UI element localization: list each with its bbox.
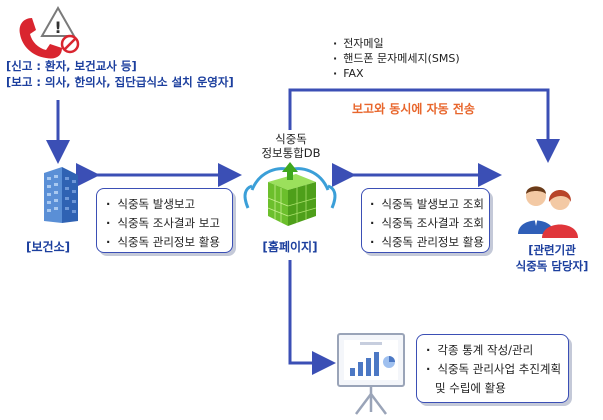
homepage-label: [홈페이지] <box>262 240 318 254</box>
auto-send-label: 보고와 동시에 자동 전송 <box>352 102 475 116</box>
health-center-tasks-box: 식중독 발생보고 식중독 조사결과 보고 식중독 관리정보 활용 <box>96 188 233 253</box>
svg-text:!: ! <box>54 18 61 37</box>
list-item: 식중독 조사결과 보고 <box>106 214 232 233</box>
channel-fax: FAX <box>333 66 460 81</box>
building-icon <box>34 165 84 229</box>
list-item: 각종 통계 작성/관리 <box>426 341 568 360</box>
phone-alert-icon: ! <box>14 4 84 64</box>
database-cube-icon <box>240 160 340 244</box>
presentation-board-icon <box>336 332 408 420</box>
report-source-line1: [신고 : 환자, 보건교사 등] <box>6 59 137 73</box>
channel-sms: 핸드폰 문자메세지(SMS) <box>333 51 460 66</box>
list-item-continued: 및 수립에 활용 <box>426 379 568 398</box>
list-item: 식중독 관리사업 추진계획 <box>426 360 568 379</box>
related-agency-label: [관련기관 식중독 담당자] <box>506 242 598 274</box>
related-agency-line1: [관련기관 <box>528 243 576 257</box>
health-center-label: [보건소] <box>26 240 71 254</box>
report-source: [신고 : 환자, 보건교사 등] [보고 : 의사, 한의사, 집단급식소 설… <box>6 58 234 90</box>
agency-tasks-box: 식중독 발생보고 조회 식중독 조사결과 조회 식중독 관리정보 활용 <box>361 188 490 253</box>
list-item: 식중독 관리정보 활용 <box>370 233 489 252</box>
list-item: 식중독 발생보고 조회 <box>370 195 489 214</box>
db-label-line2: 정보통합DB <box>261 146 321 160</box>
report-source-line2: [보고 : 의사, 한의사, 집단급식소 설치 운영자] <box>6 75 234 89</box>
related-agency-line2: 식중독 담당자] <box>515 259 589 273</box>
statistics-tasks-box: 각종 통계 작성/관리 식중독 관리사업 추진계획 및 수립에 활용 <box>416 334 569 403</box>
db-label-line1: 식중독 <box>275 132 307 146</box>
list-item: 식중독 조사결과 조회 <box>370 214 489 233</box>
list-item: 식중독 관리정보 활용 <box>106 233 232 252</box>
people-icon <box>516 182 582 242</box>
list-item-continued-text: 및 수립에 활용 <box>435 381 506 395</box>
channel-list: 전자메일 핸드폰 문자메세지(SMS) FAX <box>333 36 460 81</box>
db-label: 식중독 정보통합DB <box>246 132 336 160</box>
list-item: 식중독 발생보고 <box>106 195 232 214</box>
channel-email: 전자메일 <box>333 36 460 51</box>
